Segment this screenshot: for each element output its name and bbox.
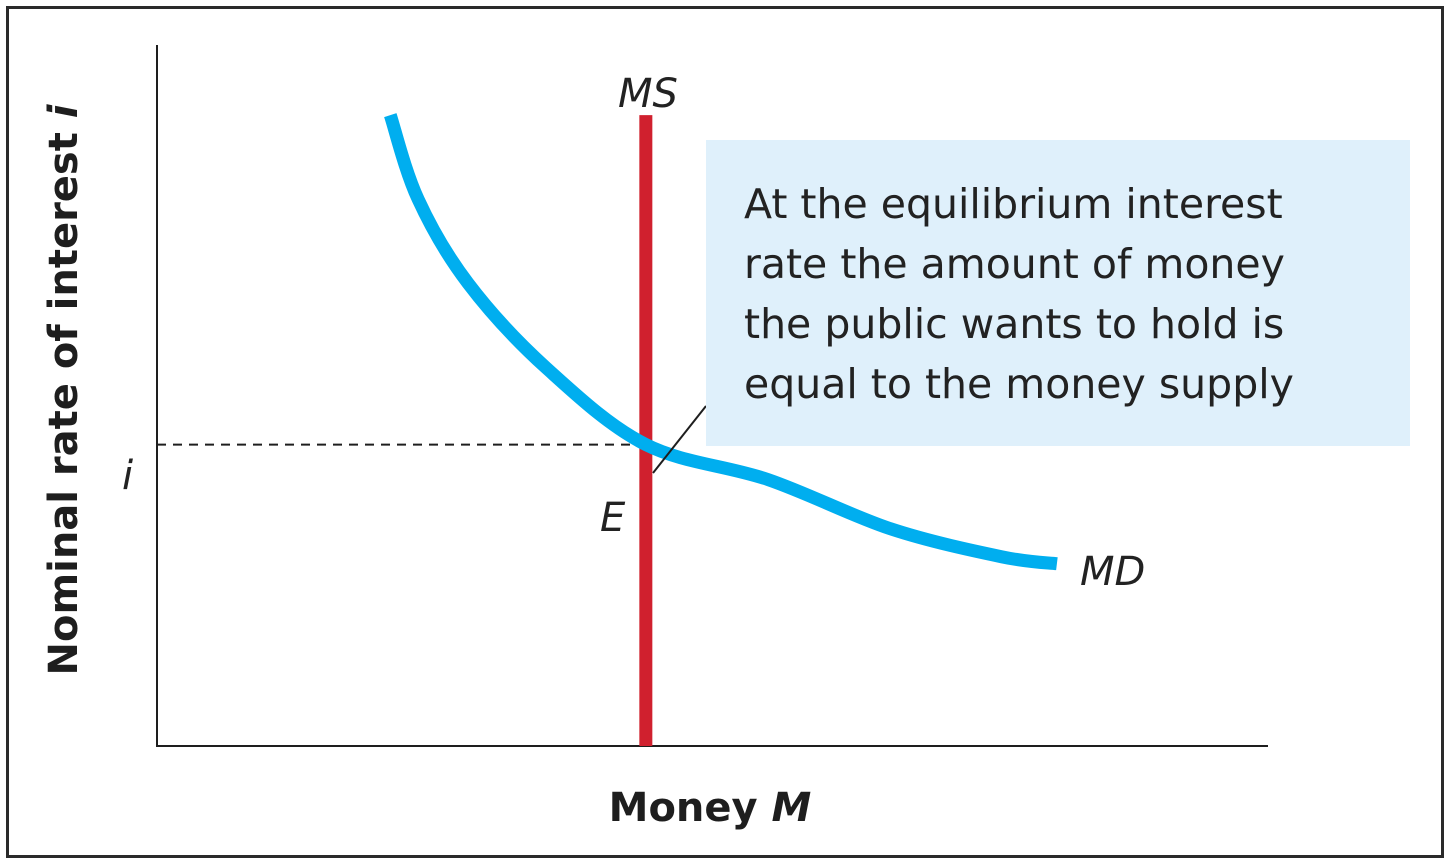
callout-line-2: rate the amount of money [744, 240, 1285, 288]
equilibrium-point-label: E [600, 495, 626, 541]
x-axis-label-variable: M [771, 785, 812, 831]
x-axis-label-text: Money [608, 785, 772, 831]
md-series-label: MD [1080, 549, 1146, 595]
x-axis-label: Money M [560, 782, 860, 834]
ms-series-label: MS [618, 71, 678, 117]
callout-line-4: equal to the money supply [744, 360, 1294, 408]
callout-line-3: the public wants to hold is [744, 300, 1285, 348]
y-axis-label-variable: i [41, 104, 87, 119]
y-axis-label: Nominal rate of interest i [40, 40, 88, 740]
y-axis-label-text: Nominal rate of interest [41, 118, 87, 676]
equilibrium-callout: At the equilibrium interest rate the amo… [706, 140, 1410, 446]
money-demand-curve [384, 113, 1058, 571]
interest-rate-tick-label: i [122, 453, 134, 499]
callout-line-1: At the equilibrium interest [744, 180, 1283, 228]
callout-pointer-line [652, 405, 707, 474]
